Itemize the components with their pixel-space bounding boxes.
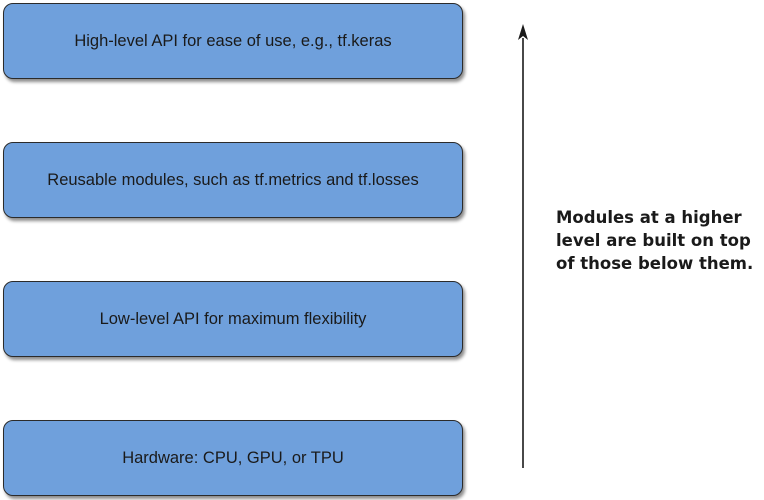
annotation-line: Modules at a higher — [556, 208, 742, 227]
hierarchy-annotation: Modules at a higher level are built on t… — [556, 206, 762, 275]
layer-box-low-level-api: Low-level API for maximum flexibility — [3, 281, 463, 357]
layer-box-reusable-modules: Reusable modules, such as tf.metrics and… — [3, 142, 463, 218]
up-arrow-icon — [518, 24, 528, 468]
annotation-line: level are built on top — [556, 231, 751, 250]
arrow-head — [518, 24, 528, 40]
annotation-line: of those below them. — [556, 254, 754, 273]
layer-label: Low-level API for maximum flexibility — [99, 309, 367, 328]
layer-box-high-level-api: High-level API for ease of use, e.g., tf… — [3, 3, 463, 79]
layer-label: Hardware: CPU, GPU, or TPU — [122, 448, 344, 467]
layer-box-hardware: Hardware: CPU, GPU, or TPU — [3, 420, 463, 496]
layer-label: Reusable modules, such as tf.metrics and… — [47, 170, 419, 189]
layer-label: High-level API for ease of use, e.g., tf… — [74, 31, 392, 50]
